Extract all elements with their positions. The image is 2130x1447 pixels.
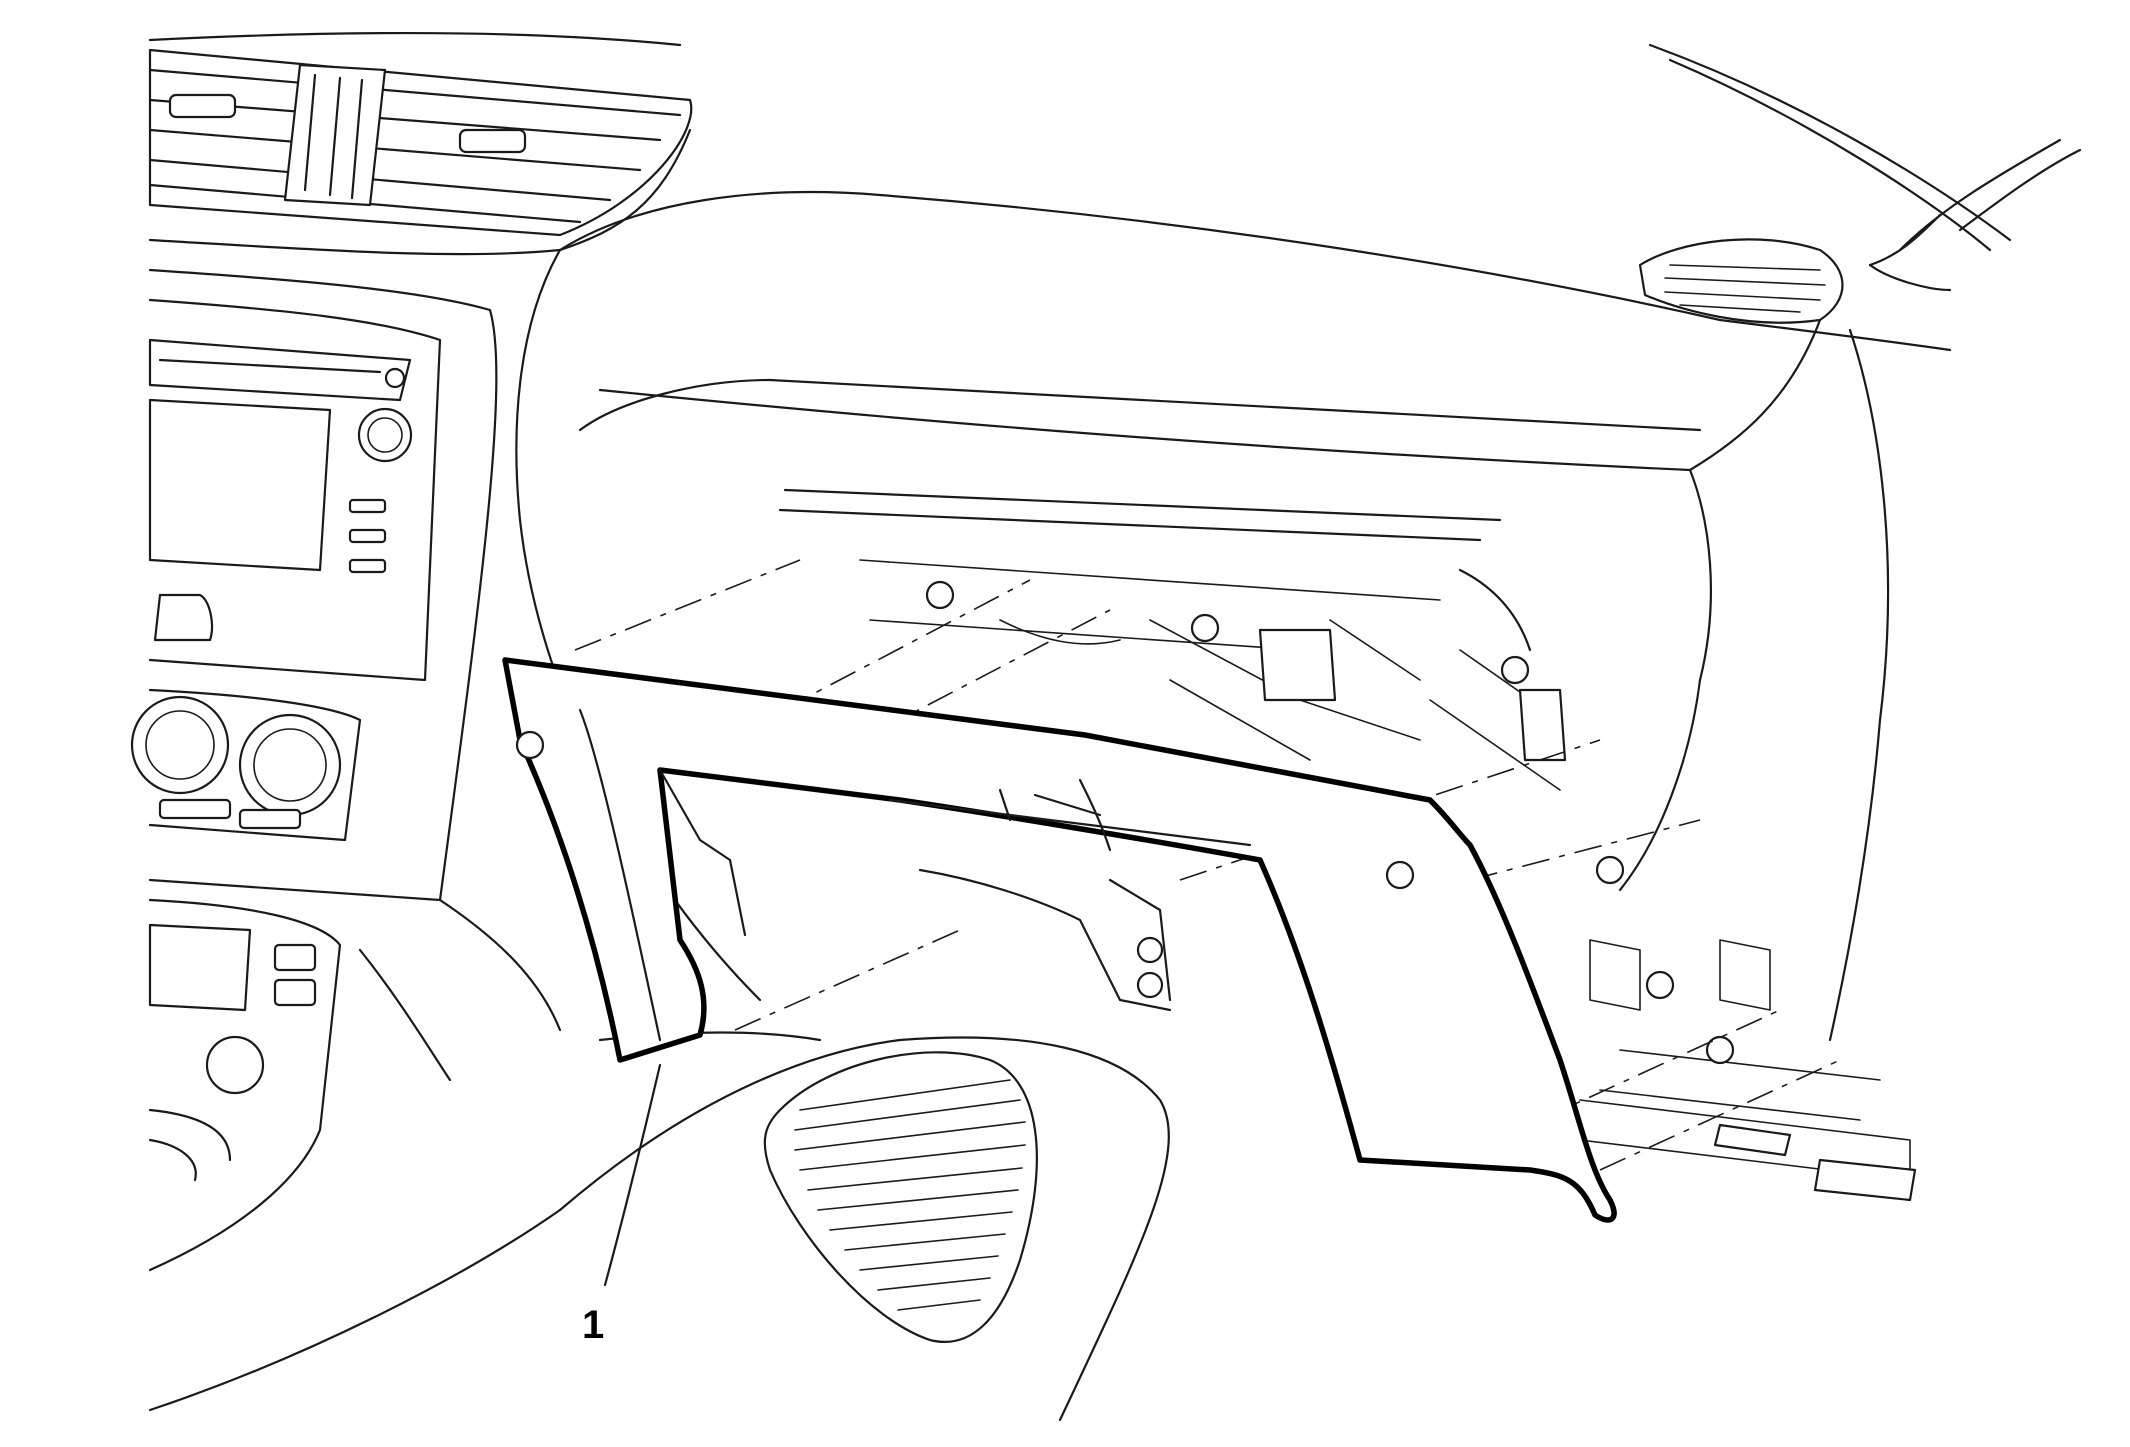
glove-box-door bbox=[502, 657, 1617, 1223]
vent-louver-tab-left bbox=[168, 93, 237, 119]
callout-1-label: 1 bbox=[582, 1303, 604, 1347]
floor-air-vent bbox=[763, 1051, 1038, 1343]
door-fastener-right bbox=[1385, 860, 1415, 890]
callout-1-leader bbox=[603, 1063, 662, 1287]
dashboard-upper-panel bbox=[148, 128, 1952, 352]
radio-unit bbox=[148, 268, 498, 902]
side-air-vent-upper bbox=[1638, 238, 1844, 324]
glove-box-opening bbox=[515, 248, 1917, 1202]
hazard-button bbox=[153, 593, 214, 642]
climate-controls bbox=[130, 688, 362, 842]
eject-button bbox=[384, 367, 406, 389]
callout-1: 1 bbox=[582, 1063, 662, 1347]
door-fastener-left bbox=[515, 730, 545, 760]
windshield-edge bbox=[148, 43, 2082, 1412]
center-air-vent bbox=[148, 31, 693, 237]
cd-slot-panel bbox=[148, 338, 412, 402]
console-display bbox=[148, 923, 252, 1012]
display-screen bbox=[148, 398, 332, 572]
volume-knob bbox=[357, 407, 413, 463]
vent-louver-tab-right bbox=[458, 128, 527, 154]
lower-center-console bbox=[148, 898, 562, 1272]
power-outlet bbox=[205, 1035, 265, 1095]
climate-knob-right bbox=[238, 713, 342, 817]
